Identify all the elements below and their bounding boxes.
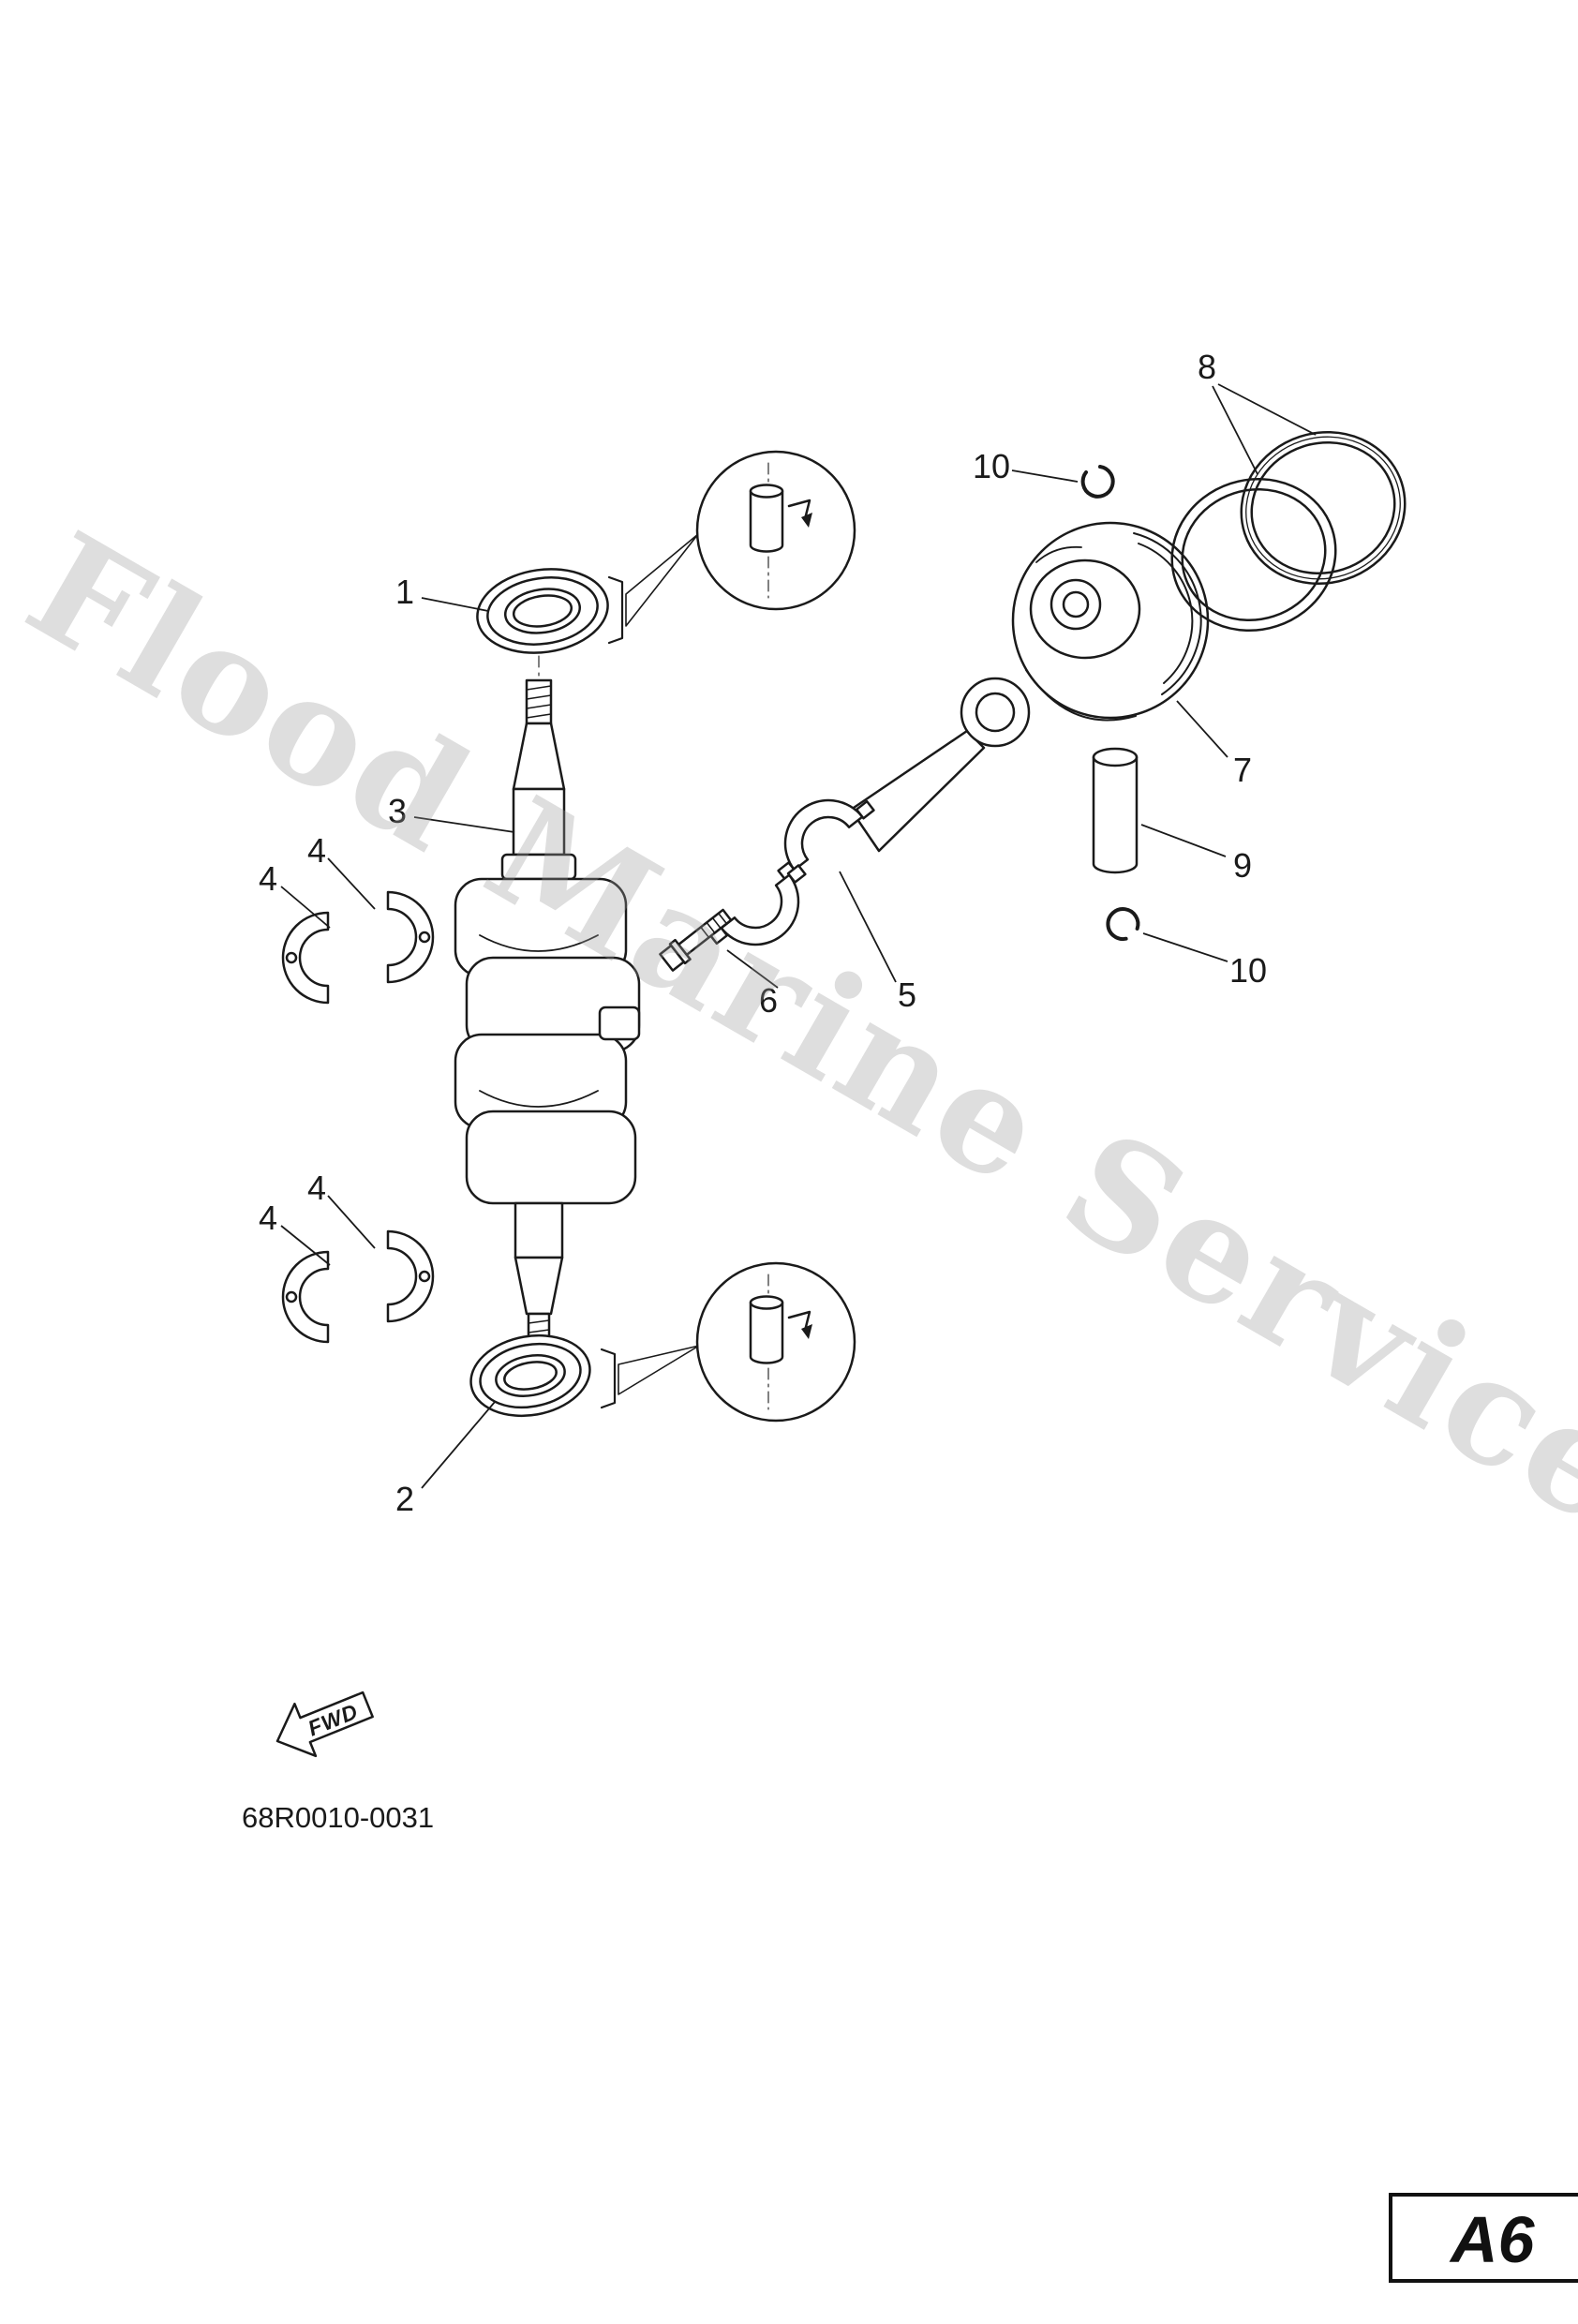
rod-bearing-cap (708, 864, 807, 946)
bearing-half-right (386, 890, 435, 984)
callout-4: 4 (307, 831, 326, 870)
leader-line (1176, 700, 1228, 758)
leader-line (1212, 385, 1258, 475)
callout-2: 2 (395, 1480, 414, 1518)
callout-4: 4 (259, 1199, 277, 1237)
leader-line (726, 949, 779, 989)
leader-line (327, 857, 376, 910)
callout-6: 6 (759, 981, 778, 1020)
callout-1: 1 (395, 573, 414, 611)
page-code-frame (1389, 2193, 1578, 2283)
seal-detail-pointer-top (625, 533, 699, 627)
crankpin-block (598, 1006, 641, 1041)
bearing-half-left (281, 911, 330, 1005)
seal-lip-symbol (787, 1310, 811, 1333)
watermark: Flood Marine Services (2, 500, 1578, 1601)
seal-lip-arrow (801, 513, 812, 528)
leader-line (1142, 932, 1228, 962)
callout-5: 5 (898, 976, 916, 1014)
seal-detail-bracket-top (607, 575, 624, 645)
callout-labels: 1 3 4 4 4 4 2 5 6 7 8 9 10 10 (259, 348, 1267, 1518)
callout-10: 10 (973, 447, 1010, 485)
leader-line (1011, 469, 1079, 483)
callout-leaders (280, 383, 1317, 1489)
bearing-half-right (386, 1229, 435, 1323)
main-bearing-upper (281, 890, 435, 1005)
callout-8: 8 (1198, 348, 1216, 386)
pin-clip-bottom (1106, 907, 1140, 942)
leader-line (413, 816, 515, 833)
leader-line (839, 871, 897, 983)
leader-line (1217, 383, 1317, 436)
callout-3: 3 (388, 792, 407, 830)
leader-line (421, 597, 489, 612)
callout-9: 9 (1233, 846, 1252, 885)
crankshaft (454, 655, 641, 1362)
leader-line (280, 886, 331, 929)
page-code: A6 (1449, 2203, 1536, 2276)
fwd-arrow-outline (275, 1691, 374, 1758)
callout-4: 4 (259, 859, 277, 898)
leader-line (280, 1225, 331, 1266)
piston-rings (1170, 430, 1407, 633)
page-code-box: A6 (1389, 2193, 1578, 2283)
connecting-rod-bolt (659, 908, 733, 972)
leader-line (1140, 824, 1227, 857)
seal-detail-bracket-bottom (600, 1348, 617, 1409)
piston-ring (1240, 430, 1407, 586)
bearing-half-left (281, 1250, 330, 1344)
oil-seal-upper (476, 568, 609, 654)
seal-lip-arrow (801, 1324, 812, 1339)
piston-ring (1170, 477, 1337, 633)
seal-lip-symbol (787, 499, 811, 521)
pin-clip-top (1080, 465, 1115, 499)
callout-7: 7 (1233, 751, 1252, 789)
detail-inset-bottom (695, 1261, 856, 1423)
leader-line (327, 1195, 376, 1249)
rod-big-end (777, 798, 875, 881)
callout-10: 10 (1229, 951, 1267, 990)
piston-pin (1092, 747, 1139, 874)
oil-seal-lower (469, 1333, 591, 1418)
piston (1011, 521, 1210, 722)
seal-detail-pointer-bottom (618, 1345, 700, 1395)
drawing-number: 68R0010-0031 (242, 1801, 434, 1834)
leader-line (421, 1401, 496, 1489)
fwd-arrow: FWD (275, 1691, 374, 1758)
detail-inset-top (695, 450, 856, 611)
connecting-rod (708, 677, 1031, 946)
callout-4: 4 (307, 1169, 326, 1207)
main-bearing-lower (281, 1229, 435, 1344)
